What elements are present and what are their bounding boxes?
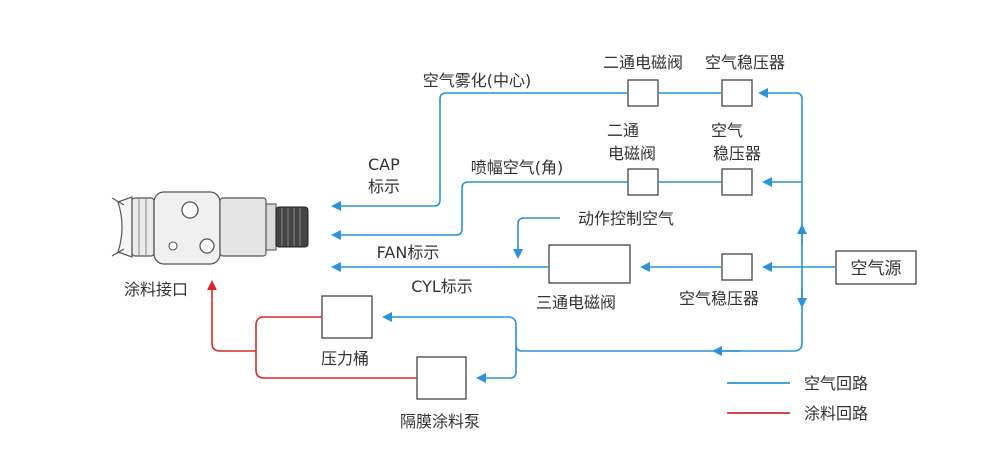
label-paint-inlet: 涂料接口	[124, 280, 188, 299]
legend-air-label: 空气回路	[804, 374, 868, 393]
pressure-tank-box	[321, 295, 373, 339]
paint-lines	[207, 280, 417, 379]
legend: 空气回路 涂料回路	[727, 374, 868, 423]
regulator-bottom-box	[721, 253, 753, 281]
regulator-top-box	[721, 79, 753, 107]
label-air-source: 空气源	[851, 259, 902, 279]
label-pressure-tank: 压力桶	[321, 349, 369, 368]
three-way-valve-box	[548, 244, 631, 284]
label-cap-line2: 标示	[368, 177, 400, 196]
label-regulator-top: 空气稳压器	[705, 53, 785, 72]
spray-gun-icon	[111, 191, 309, 265]
diaphragm-pump-box	[416, 356, 467, 400]
label-regulator-mid-line1: 空气	[711, 121, 743, 140]
air-lines	[331, 88, 836, 383]
label-two-way-valve-mid-line2: 电磁阀	[608, 144, 656, 163]
label-regulator-mid-line2: 稳压器	[713, 144, 761, 163]
two-way-valve-top-box	[627, 79, 659, 107]
label-atomizing-air: 空气雾化(中心)	[423, 71, 532, 90]
label-fan-mark: FAN标示	[377, 243, 440, 262]
label-fan-air: 喷幅空气(角)	[471, 158, 564, 177]
regulator-mid-box	[721, 168, 753, 196]
label-cyl-mark: CYL标示	[411, 277, 473, 296]
label-two-way-valve-mid-line1: 二通	[607, 121, 639, 140]
label-two-way-valve-top: 二通电磁阀	[603, 53, 683, 72]
label-three-way-valve: 三通电磁阀	[536, 293, 616, 312]
label-cap-line1: CAP	[368, 155, 400, 174]
label-regulator-bottom: 空气稳压器	[679, 289, 759, 308]
air-source-box	[835, 250, 917, 285]
label-actuation-air: 动作控制空气	[578, 209, 674, 228]
label-diaphragm-pump: 隔膜涂料泵	[400, 412, 480, 431]
two-way-valve-mid-box	[627, 168, 659, 196]
legend-paint-label: 涂料回路	[804, 404, 868, 423]
